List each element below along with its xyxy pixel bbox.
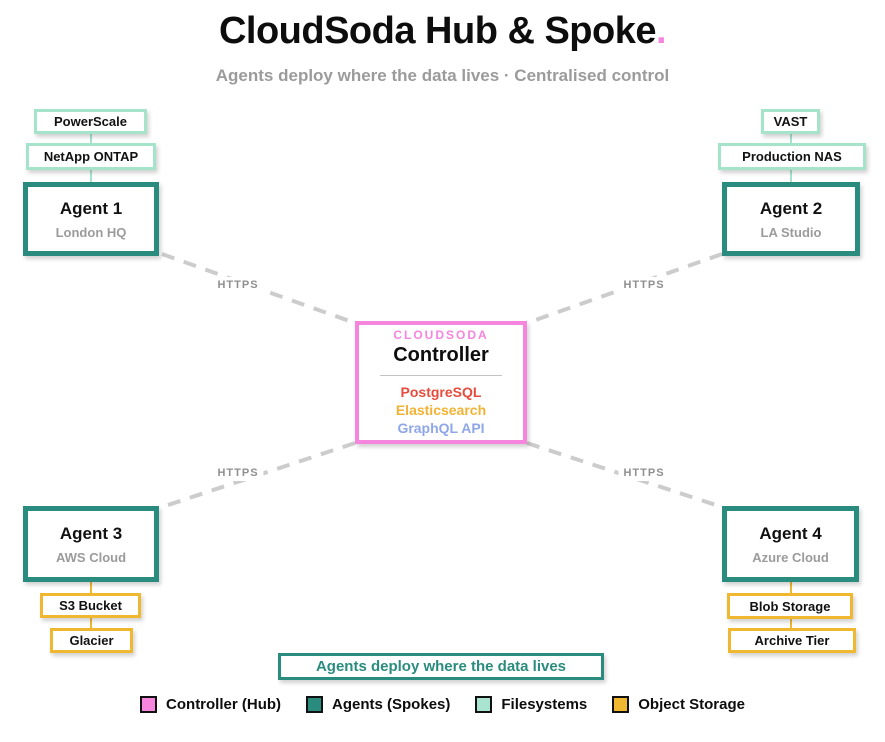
filesystem-node-netapp-ontap: NetApp ONTAP	[26, 143, 156, 170]
object-node-blob-storage: Blob Storage	[727, 593, 853, 619]
filesystem-node-production-nas: Production NAS	[718, 143, 866, 170]
legend: Controller (Hub) Agents (Spokes) Filesys…	[0, 696, 885, 713]
filesystem-node-vast: VAST	[761, 109, 820, 134]
controller-service-elasticsearch: Elasticsearch	[395, 402, 487, 418]
controller-service-graphql-api: GraphQL API	[397, 420, 485, 436]
legend-swatch-agents-spokes	[306, 696, 324, 713]
agent2-name: Agent 2	[759, 198, 823, 218]
page-title: CloudSoda Hub & Spoke.	[0, 10, 885, 53]
agent3-name: Agent 3	[59, 523, 123, 543]
agent4-name: Agent 4	[759, 523, 822, 543]
controller-divider	[380, 375, 502, 376]
agent2-location: LA Studio	[760, 224, 822, 240]
legend-swatch-filesystems	[475, 696, 493, 713]
legend-item-controller-hub: Controller (Hub)	[140, 696, 281, 713]
page-title-accent-dot: .	[656, 10, 667, 52]
agent-node-3: Agent 3 AWS Cloud	[23, 506, 159, 582]
legend-item-object-storage: Object Storage	[612, 696, 745, 713]
controller-hub-node: CLOUDSODA Controller PostgreSQL Elastics…	[355, 321, 527, 444]
controller-name: Controller	[393, 344, 489, 366]
agent3-location: AWS Cloud	[55, 549, 127, 565]
agent1-name: Agent 1	[59, 198, 123, 218]
agent1-location: London HQ	[55, 224, 127, 240]
https-label-agent1: HTTPS	[212, 277, 264, 293]
page-title-text: CloudSoda Hub & Spoke	[218, 10, 657, 52]
https-label-agent2: HTTPS	[618, 277, 670, 293]
tagline-banner: Agents deploy where the data lives	[278, 653, 604, 680]
agent-node-4: Agent 4 Azure Cloud	[722, 506, 859, 582]
legend-label-object-storage: Object Storage	[638, 696, 745, 713]
legend-item-agents-spokes: Agents (Spokes)	[306, 696, 450, 713]
controller-brand: CLOUDSODA	[393, 328, 489, 342]
object-node-s3-bucket: S3 Bucket	[40, 593, 141, 618]
legend-label-controller-hub: Controller (Hub)	[166, 696, 282, 713]
legend-label-agents-spokes: Agents (Spokes)	[332, 696, 451, 713]
legend-item-filesystems: Filesystems	[475, 696, 587, 713]
https-label-agent4: HTTPS	[618, 465, 670, 481]
https-label-agent3: HTTPS	[212, 465, 264, 481]
object-node-glacier: Glacier	[50, 628, 133, 653]
legend-swatch-object-storage	[612, 696, 630, 713]
legend-swatch-controller-hub	[140, 696, 158, 713]
agent4-location: Azure Cloud	[752, 549, 829, 565]
agent-node-2: Agent 2 LA Studio	[722, 182, 860, 256]
filesystem-node-powerscale: PowerScale	[34, 109, 147, 134]
controller-service-postgresql: PostgreSQL	[400, 384, 482, 400]
object-node-archive-tier: Archive Tier	[728, 628, 856, 653]
legend-label-filesystems: Filesystems	[501, 696, 588, 713]
agent-node-1: Agent 1 London HQ	[23, 182, 159, 256]
page-subtitle: Agents deploy where the data lives · Cen…	[215, 66, 670, 85]
